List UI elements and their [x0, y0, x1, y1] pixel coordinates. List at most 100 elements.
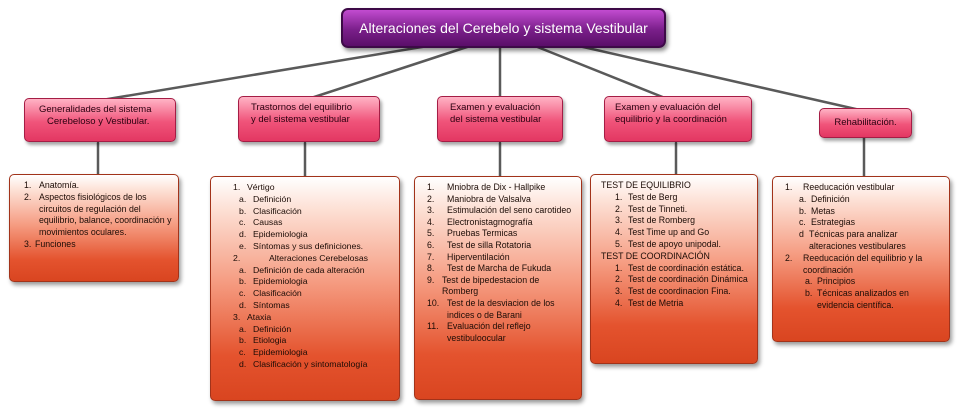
- list-item: 2. Aspectos fisiológicos de los circuitos…: [16, 192, 172, 239]
- list-item: 3.Funciones: [16, 239, 172, 251]
- item-marker: c.: [799, 217, 806, 228]
- item-text: Epidemiologia: [253, 229, 308, 240]
- list-item: 2. Test de Tinneti.: [597, 204, 751, 216]
- item-text: Técnicas para analizar alteraciones vest…: [809, 229, 906, 251]
- item-text: Vértigo: [247, 182, 275, 192]
- list-item: c. Clasificación: [217, 288, 393, 300]
- list-item: 1. Mniobra de Dix - Hallpike: [421, 182, 575, 194]
- item-text: Estimulación del seno carotideo: [447, 205, 572, 216]
- item-text: Estrategias: [811, 217, 856, 228]
- item-text: Test de Tinneti.: [628, 203, 688, 214]
- detail-examen-equilibrio: TEST DE EQUILIBRIO 1.Test de Berg 2. Test…: [590, 174, 758, 364]
- item-marker: 2.: [785, 252, 793, 263]
- item-marker: 6.: [427, 239, 435, 250]
- item-text: Test de Romberg: [628, 215, 695, 226]
- list-item: 6.Test de silla Rotatoria: [421, 240, 575, 252]
- item-marker: c.: [239, 288, 246, 299]
- list-item: 1.Test de Berg: [597, 192, 751, 204]
- item-text: Test de coordinación Dinámica: [628, 274, 748, 285]
- category-rehabilitacion: Rehabilitación.: [819, 108, 912, 138]
- item-text: Técnicas analizados en evidencia científ…: [817, 288, 909, 310]
- item-marker: 5.: [615, 238, 623, 249]
- list-item: b.Etiologia: [217, 335, 393, 347]
- category-label-line: Trastornos del equilibrio: [251, 102, 353, 113]
- list-item: 1. Reeducación vestibular: [779, 182, 943, 194]
- item-marker: a.: [239, 193, 247, 204]
- item-marker: 4.: [615, 297, 623, 308]
- category-label-line: equilibrio y la coordinación: [615, 114, 727, 125]
- item-text: Ataxia: [247, 311, 272, 322]
- list-item: 5.Pruebas Termicas: [421, 228, 575, 240]
- item-marker: c.: [239, 347, 246, 358]
- item-text: Aspectos fisiológicos de los circuitos d…: [39, 191, 172, 238]
- item-text: Epidemiologia: [253, 347, 308, 358]
- item-text: Test de la desviacion de los indices o d…: [447, 297, 555, 320]
- item-marker: 2.: [615, 203, 623, 214]
- item-text: Definición de cada alteración: [253, 264, 365, 275]
- item-text: TEST DE EQUILIBRIO: [601, 180, 691, 190]
- list-item: a. Definición de cada alteración: [217, 265, 393, 277]
- item-marker: 7.: [427, 251, 435, 262]
- map-title-text: Alteraciones del Cerebelo y sistema Vest…: [359, 20, 648, 36]
- item-marker: 2.: [615, 274, 623, 285]
- item-text: Hiperventilación: [447, 251, 510, 262]
- item-marker: b.: [239, 276, 247, 287]
- list-item: d.Clasificación y sintomatología: [217, 359, 393, 371]
- item-text: Definición: [253, 323, 292, 334]
- item-text: Etiologia: [253, 335, 287, 346]
- item-marker: 1.: [233, 182, 241, 192]
- list-item: b. Técnicas analizados en evidencia cient…: [779, 288, 943, 312]
- item-text: Metas: [811, 205, 835, 216]
- list-item: a.Definición: [217, 324, 393, 336]
- list-item: 1.Test de coordinación estática.: [597, 263, 751, 275]
- list-item: 2. Test de coordinación Dinámica: [597, 274, 751, 286]
- list-item: b.Epidemiologia: [217, 276, 393, 288]
- item-text: Test de Berg: [628, 191, 678, 202]
- detail-trastornos: 1.Vértigo a.Definición b.Clasificación c…: [210, 176, 400, 401]
- item-marker: 1.: [785, 182, 793, 192]
- item-marker: b.: [805, 288, 813, 299]
- list-item: 8.Test de Marcha de Fukuda: [421, 263, 575, 275]
- item-marker: e.: [239, 240, 247, 251]
- item-marker: d.: [239, 229, 247, 240]
- item-marker: 3.: [615, 215, 623, 226]
- item-text: Reeducación del equilibrio y la coordina…: [803, 252, 923, 275]
- item-marker: 2.: [24, 191, 32, 202]
- item-text: TEST DE COORDINACIÓN: [601, 250, 710, 261]
- list-item: 7. Hiperventilación: [421, 252, 575, 264]
- item-text: Funciones: [35, 238, 76, 249]
- item-marker: 3.: [24, 238, 32, 249]
- category-label-line: Generalidades del sistema: [39, 104, 152, 115]
- item-marker: 3.: [615, 286, 623, 297]
- item-text: Síntomas y sus definiciones.: [253, 240, 364, 251]
- list-item: 2.Alteraciones Cerebelosas: [217, 253, 393, 265]
- item-text: Clasificación: [253, 288, 302, 299]
- item-text: Test de bipedestacion de Romberg: [442, 274, 540, 297]
- list-item: 5.Test de apoyo unipodal.: [597, 239, 751, 251]
- list-item: 4.Test de Metria: [597, 298, 751, 310]
- item-marker: a.: [239, 264, 247, 275]
- item-marker: 3.: [233, 311, 241, 322]
- item-text: Test de Marcha de Fukuda: [447, 263, 552, 274]
- item-marker: 1.: [427, 182, 435, 192]
- list-section-heading: TEST DE COORDINACIÓN: [597, 251, 751, 263]
- item-text: Mniobra de Dix - Hallpike: [447, 182, 546, 192]
- item-text: Evaluación del reflejo vestibuloocular: [447, 321, 531, 343]
- detail-rehabilitacion: 1. Reeducación vestibular a.Definición b.…: [772, 176, 950, 342]
- list-item: a.Definición: [779, 194, 943, 206]
- item-text: Clasificación y sintomatología: [253, 358, 368, 369]
- item-text: Causas: [253, 217, 283, 228]
- list-item: 2.Maniobra de Valsalva: [421, 194, 575, 206]
- list-item: 4.Test Time up and Go: [597, 227, 751, 239]
- list-item: b. Metas: [779, 206, 943, 218]
- category-examen-equilibrio: Examen y evaluación del equilibrio y la …: [604, 96, 752, 142]
- item-marker: b.: [799, 205, 807, 216]
- list-item: 3.Estimulación del seno carotideo: [421, 205, 575, 217]
- item-marker: d: [799, 229, 804, 240]
- item-marker: 5.: [427, 228, 435, 239]
- category-label-line: Rehabilitación.: [834, 117, 897, 128]
- item-text: Test de coordinación estática.: [628, 262, 744, 273]
- item-text: Reeducación vestibular: [803, 182, 895, 192]
- category-trastornos: Trastornos del equilibrio y del sistema …: [238, 96, 380, 142]
